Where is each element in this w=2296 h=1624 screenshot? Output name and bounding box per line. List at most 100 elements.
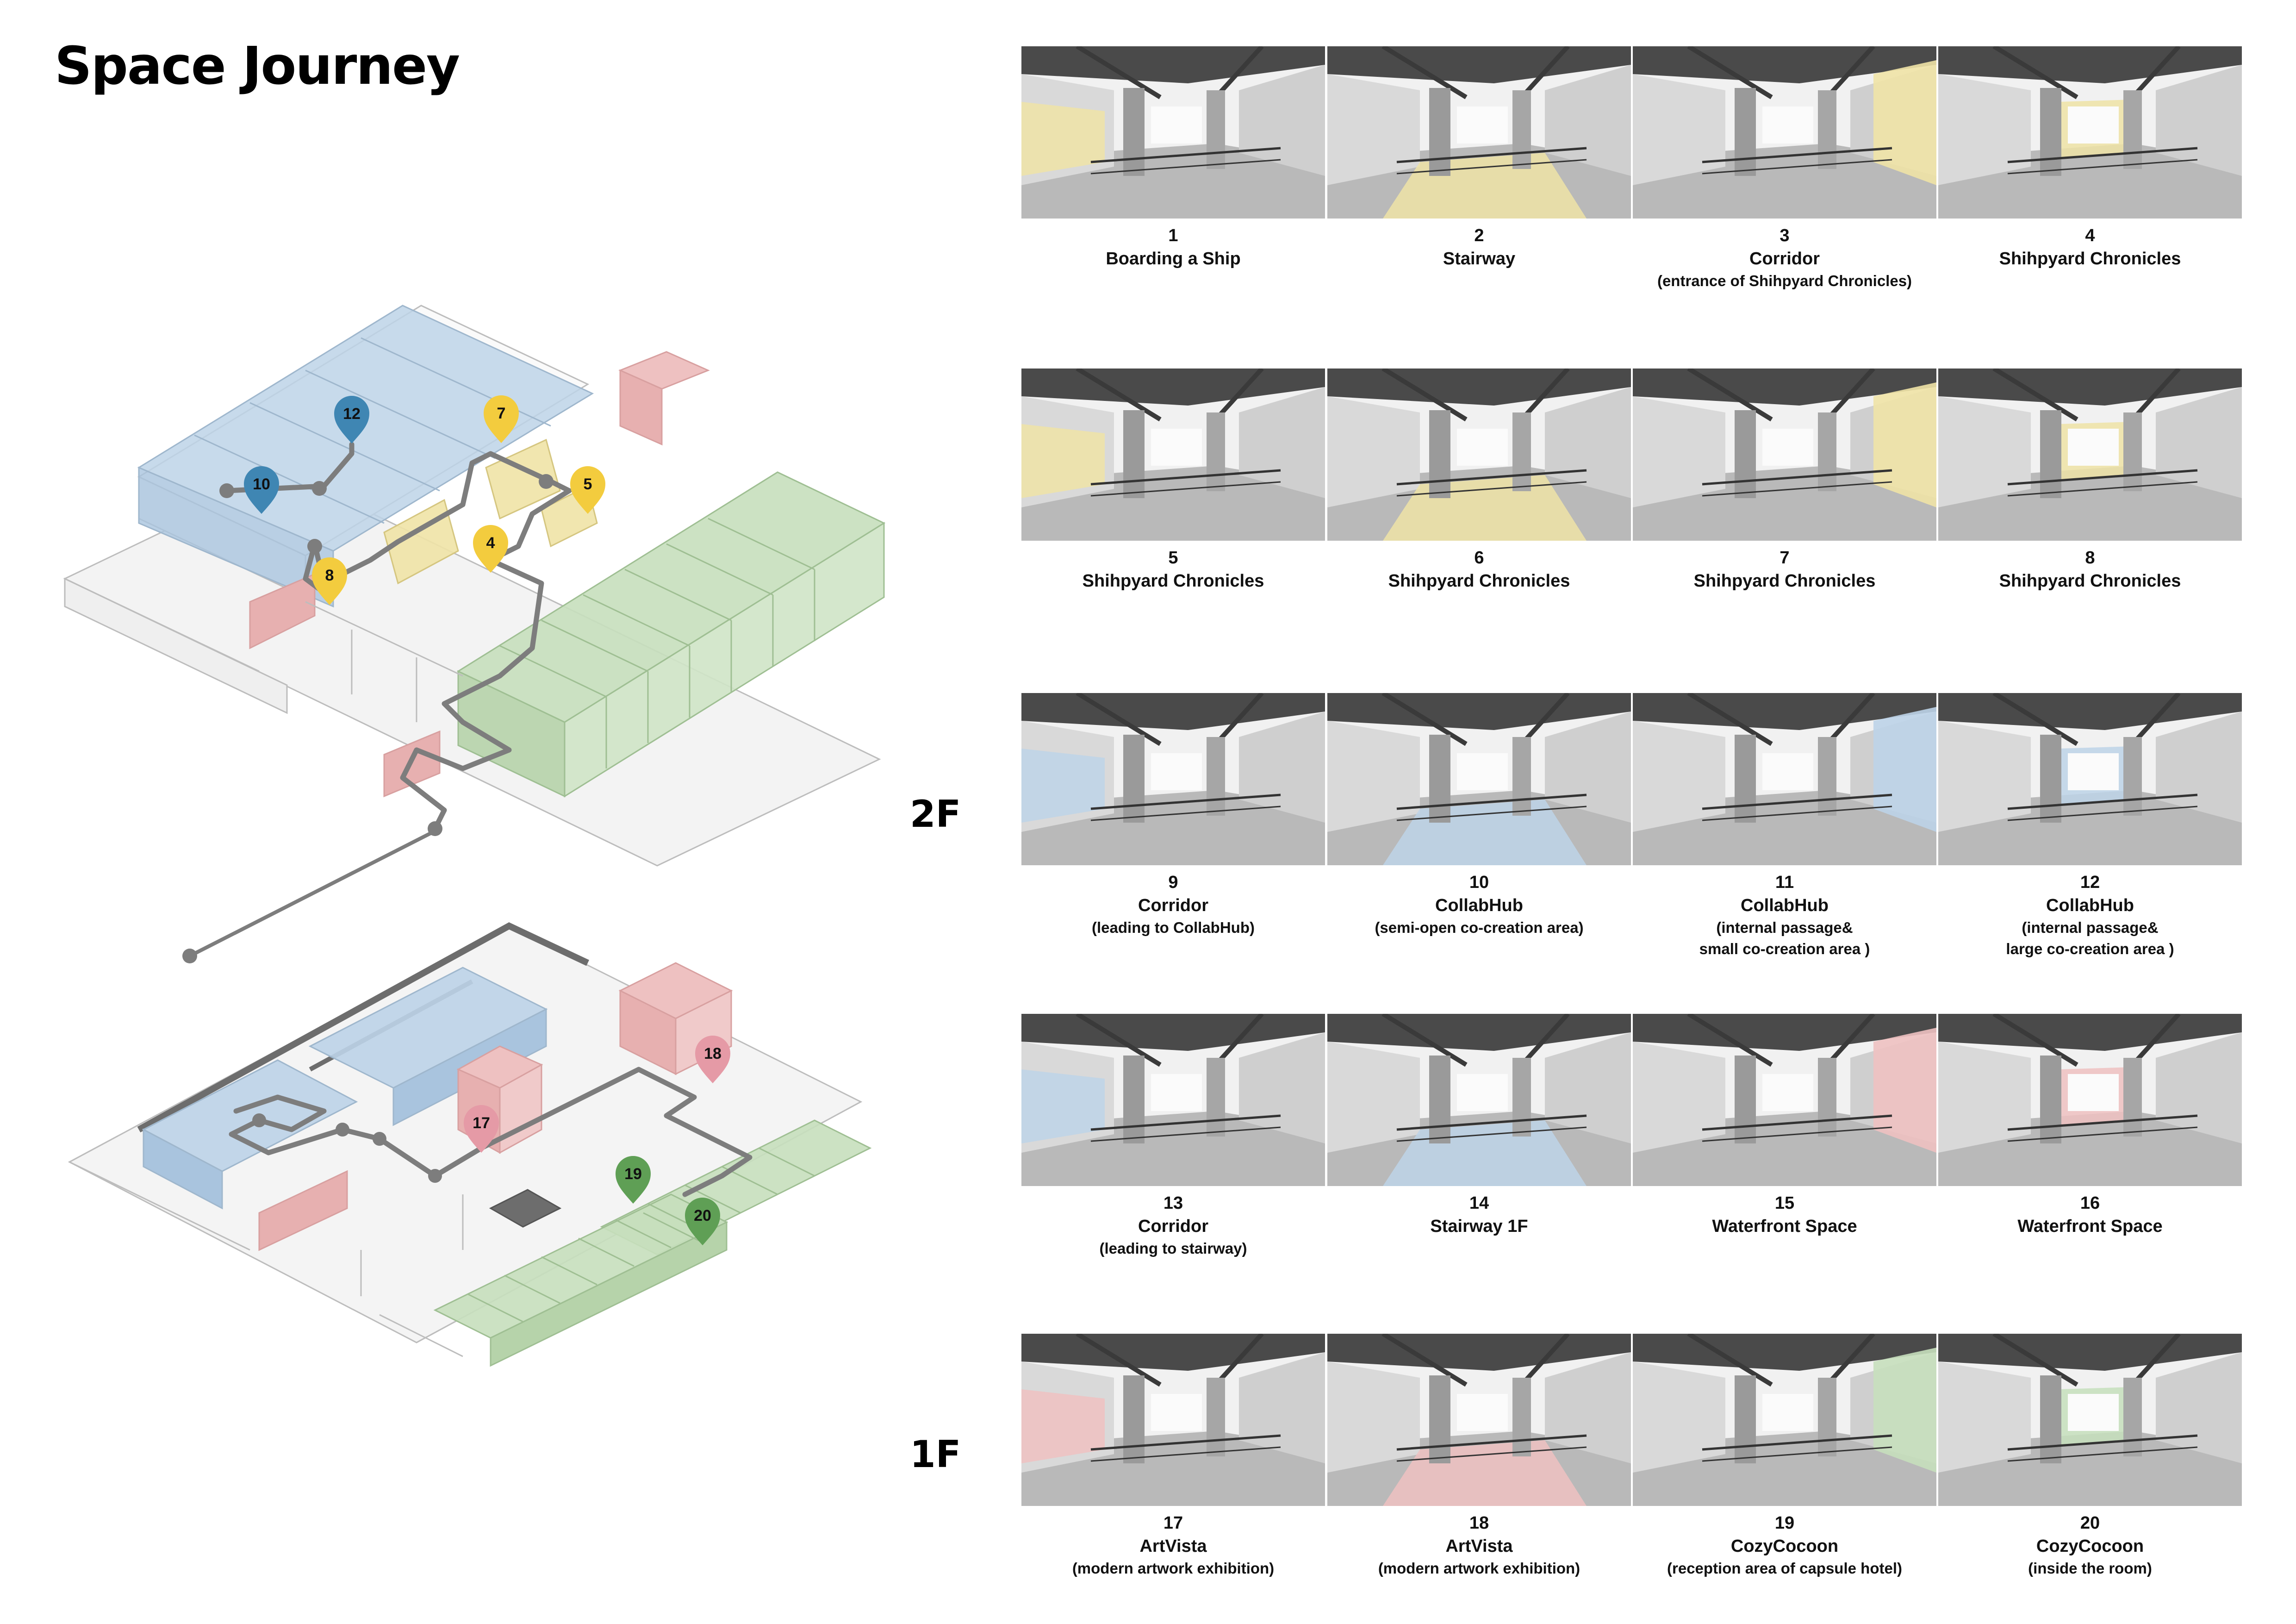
- view-image-11: [1633, 693, 1936, 865]
- view-image-15: [1633, 1014, 1936, 1186]
- view-number: 9: [1168, 873, 1178, 892]
- map-marker-4: 4: [473, 525, 508, 573]
- view-number: 11: [1775, 873, 1794, 892]
- view-number: 2: [1474, 226, 1484, 245]
- view-image-10: [1327, 693, 1631, 865]
- view-number: 17: [1163, 1513, 1183, 1533]
- map-marker-10: 10: [244, 466, 279, 514]
- view-name: Corridor: [1138, 1217, 1208, 1236]
- view-subtitle: (reception area of capsule hotel): [1667, 1560, 1902, 1577]
- view-number: 3: [1780, 226, 1790, 245]
- map-marker-19: 19: [616, 1156, 651, 1204]
- upper-route-path: [188, 442, 572, 958]
- view-image-2: [1327, 46, 1631, 219]
- svg-text:4: 4: [486, 534, 495, 552]
- view-number: 19: [1774, 1513, 1795, 1533]
- view-number: 1: [1168, 226, 1178, 245]
- view-image-18: [1327, 1334, 1631, 1506]
- view-name: CozyCocoon: [2036, 1537, 2144, 1556]
- upper-floor-axonometric: [63, 305, 886, 867]
- view-image-13: [1021, 1014, 1325, 1186]
- view-subtitle: (internal passage&: [2022, 919, 2159, 936]
- view-image-20: [1938, 1334, 2242, 1506]
- view-subtitle: (modern artwork exhibition): [1072, 1560, 1275, 1577]
- view-number: 18: [1469, 1513, 1489, 1533]
- view-image-17: [1021, 1334, 1325, 1506]
- view-name: Shihpyard Chronicles: [1693, 571, 1876, 591]
- view-image-8: [1938, 369, 2242, 541]
- view-number: 8: [2085, 548, 2095, 568]
- view-name: Corridor: [1138, 896, 1208, 915]
- view-number: 15: [1774, 1193, 1795, 1213]
- view-image-19: [1633, 1334, 1936, 1506]
- view-name: Corridor: [1749, 249, 1820, 269]
- view-number: 4: [2085, 226, 2095, 245]
- view-subtitle: (inside the room): [2028, 1560, 2152, 1577]
- map-marker-8: 8: [312, 557, 347, 605]
- view-image-3: [1633, 46, 1936, 219]
- view-image-16: [1938, 1014, 2242, 1186]
- view-image-14: [1327, 1014, 1631, 1186]
- view-name: CollabHub: [1435, 896, 1523, 915]
- view-name: Shihpyard Chronicles: [1999, 249, 2181, 269]
- view-name: Shihpyard Chronicles: [1082, 571, 1264, 591]
- view-number: 20: [2080, 1513, 2100, 1533]
- view-subtitle: (leading to stairway): [1099, 1240, 1247, 1257]
- view-name: Stairway 1F: [1430, 1217, 1528, 1236]
- svg-text:10: 10: [253, 475, 270, 493]
- view-name: CollabHub: [1741, 896, 1829, 915]
- lower-floor-axonometric: [68, 922, 872, 1367]
- svg-text:18: 18: [704, 1045, 722, 1062]
- view-image-6: [1327, 369, 1631, 541]
- map-marker-12: 12: [334, 396, 369, 443]
- view-number: 7: [1780, 548, 1790, 568]
- floor-label-1f: 1F: [910, 1433, 961, 1476]
- view-number: 12: [2080, 873, 2100, 892]
- view-image-1: [1021, 46, 1325, 219]
- view-number: 5: [1168, 548, 1178, 568]
- view-subtitle-line2: small co-creation area ): [1699, 940, 1870, 957]
- view-image-9: [1021, 693, 1325, 865]
- view-number: 14: [1469, 1193, 1489, 1213]
- view-name: Shihpyard Chronicles: [1999, 571, 2181, 591]
- svg-text:19: 19: [624, 1165, 642, 1183]
- view-name: CollabHub: [2046, 896, 2134, 915]
- view-image-5: [1021, 369, 1325, 541]
- floor-label-2f: 2F: [910, 793, 961, 836]
- view-name: Waterfront Space: [1712, 1217, 1857, 1236]
- view-image-12: [1938, 693, 2242, 865]
- view-number: 16: [2080, 1193, 2100, 1213]
- view-subtitle: (internal passage&: [1716, 919, 1853, 936]
- map-marker-17: 17: [464, 1105, 499, 1153]
- svg-text:5: 5: [584, 475, 592, 493]
- view-subtitle-line2: large co-creation area ): [2006, 940, 2174, 957]
- map-marker-20: 20: [685, 1198, 720, 1245]
- view-name: Boarding a Ship: [1106, 249, 1241, 269]
- view-name: ArtVista: [1139, 1537, 1207, 1556]
- svg-text:8: 8: [325, 567, 334, 584]
- svg-text:7: 7: [497, 405, 506, 422]
- page-title: Space Journey: [55, 36, 460, 96]
- svg-text:12: 12: [343, 405, 361, 423]
- map-marker-7: 7: [484, 395, 519, 443]
- view-image-4: [1938, 46, 2242, 219]
- view-name: CozyCocoon: [1730, 1537, 1839, 1556]
- svg-text:17: 17: [473, 1114, 490, 1132]
- view-name: ArtVista: [1445, 1537, 1513, 1556]
- view-image-7: [1633, 369, 1936, 541]
